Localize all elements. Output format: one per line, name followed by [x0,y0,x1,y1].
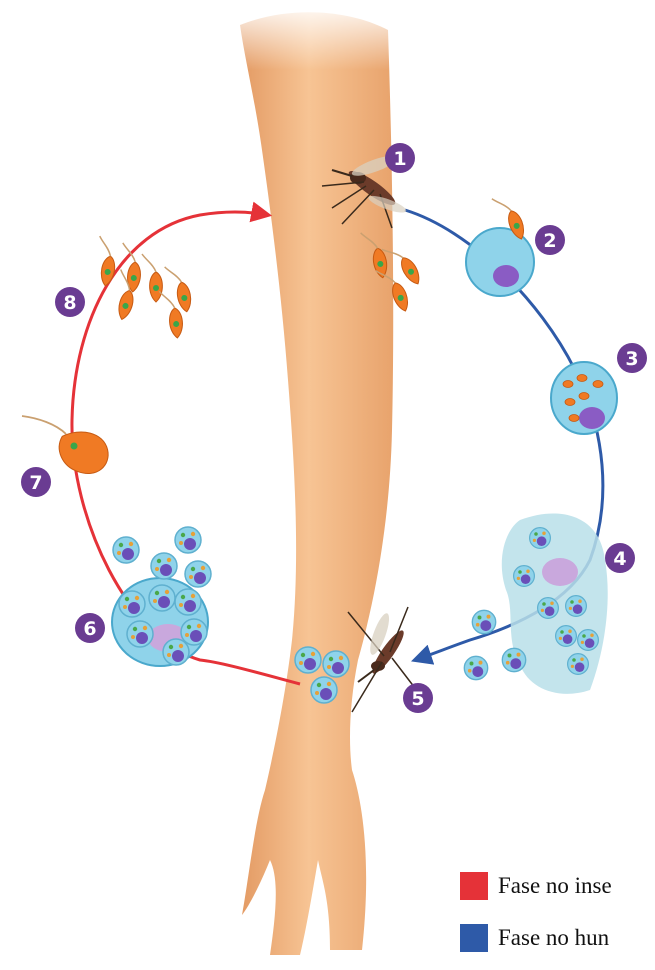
step-badge-7: 7 [21,467,51,497]
step-badge-3: 3 [617,343,647,373]
rupturing-macrophage-icon [464,513,607,693]
legend-label: Fase no inse [498,873,612,899]
step-number: 5 [411,688,424,710]
step-number: 1 [393,148,406,170]
legend-item-human: Fase no hun [460,918,609,958]
infected-macrophage-icon [551,362,617,434]
insect-phase-swatch [460,872,488,900]
step-badge-1: 1 [385,143,415,173]
human-phase-swatch [460,924,488,952]
step-number: 7 [29,472,42,494]
step-badge-8: 8 [55,287,85,317]
human-arm-illustration [230,0,410,955]
legend-item-insect: Fase no inse [460,866,612,906]
step-badge-6: 6 [75,613,105,643]
step-number: 3 [625,348,638,370]
amastigote-cell-cluster-icon [112,527,211,666]
step-badge-5: 5 [403,683,433,713]
step-number: 8 [63,292,76,314]
step-number: 6 [83,618,96,640]
step-badge-2: 2 [535,225,565,255]
legend-label: Fase no hun [498,925,609,951]
promastigote-entering-cell-icon [466,192,534,296]
step-badge-4: 4 [605,543,635,573]
step-number: 4 [613,548,626,570]
step-number: 2 [543,230,556,252]
